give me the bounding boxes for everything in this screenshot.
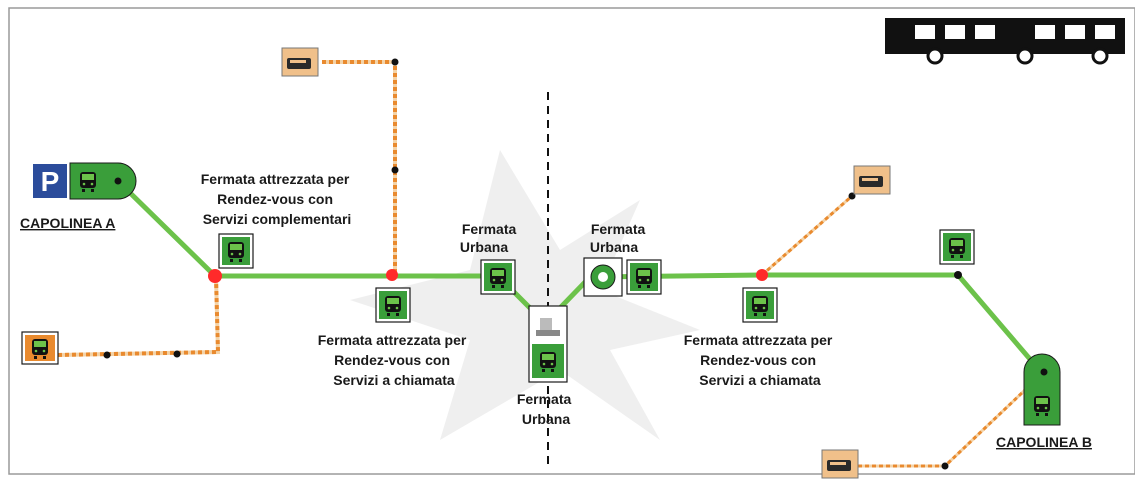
- bus-stop-chiamata-right[interactable]: [743, 288, 777, 322]
- bus-stop-chiamata-left[interactable]: [376, 288, 410, 322]
- capolinea-a-label: CAPOLINEA A: [20, 215, 115, 231]
- train-icon: [536, 318, 560, 336]
- label-complementari: Fermata attrezzata per Rendez-vous con S…: [201, 171, 354, 227]
- bus-stop-complementari[interactable]: [219, 234, 253, 268]
- terminal-shape: [69, 162, 137, 200]
- label-urbana-2: Fermata Urbana: [590, 221, 649, 255]
- minibus-icon[interactable]: [853, 165, 891, 195]
- capolinea-b-terminal[interactable]: [1023, 353, 1061, 426]
- label-chiamata-right: Fermata attrezzata per Rendez-vous con S…: [684, 332, 837, 388]
- bus-silhouette-icon: [885, 18, 1125, 65]
- minibus-icon[interactable]: [821, 449, 859, 479]
- bus-stop-urbana-2[interactable]: [583, 257, 661, 297]
- parking-letter: P: [41, 166, 60, 197]
- bus-stop-upper-right[interactable]: [940, 230, 974, 264]
- label-chiamata-left: Fermata attrezzata per Rendez-vous con S…: [318, 332, 471, 388]
- interchange-nodes: [208, 269, 768, 283]
- parking-icon: [31, 162, 69, 200]
- label-urbana-3: Fermata Urbana: [517, 391, 575, 427]
- capolinea-b-label: CAPOLINEA B: [996, 434, 1092, 450]
- taxi-icon[interactable]: [21, 331, 59, 365]
- bus-stop-urbana-1[interactable]: [481, 260, 515, 294]
- frame-border: [8, 7, 1135, 475]
- minibus-icon[interactable]: [281, 47, 319, 77]
- bus-stop-urbana-3[interactable]: [528, 305, 568, 383]
- background-watermark: [350, 150, 700, 440]
- terminal-shape: [1023, 353, 1061, 426]
- label-urbana-1: Fermata Urbana: [460, 221, 520, 255]
- capolinea-a-terminal[interactable]: P: [31, 162, 137, 200]
